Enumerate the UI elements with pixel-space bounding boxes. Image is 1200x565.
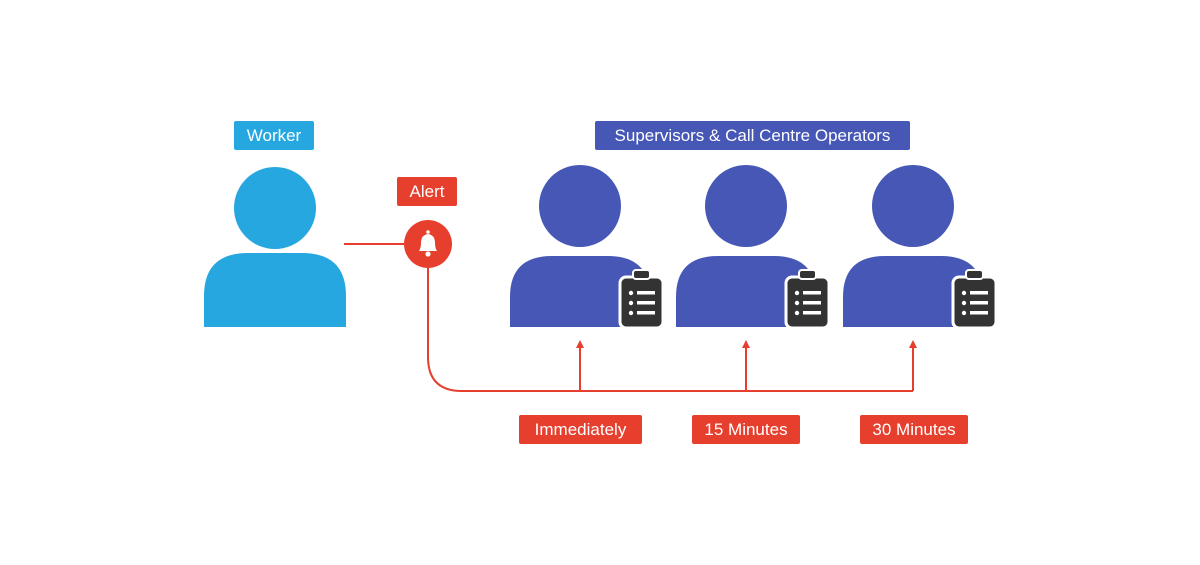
worker-label: Worker	[234, 121, 314, 150]
recipient-person-icon	[510, 165, 665, 330]
worker-person-icon	[204, 167, 346, 327]
alert-label: Alert	[397, 177, 457, 206]
escalation-arrows	[576, 340, 917, 391]
timing-label-15-minutes: 15 Minutes	[692, 415, 800, 444]
clipboard-list-icon	[784, 269, 831, 330]
recipient-person-icon	[843, 165, 998, 330]
bell-icon	[404, 220, 452, 268]
clipboard-list-icon	[951, 269, 998, 330]
recipient-person-icon	[676, 165, 831, 330]
escalation-line	[427, 268, 913, 392]
clipboard-list-icon	[618, 269, 665, 330]
timing-label-30-minutes: 30 Minutes	[860, 415, 968, 444]
timing-label-immediately: Immediately	[519, 415, 642, 444]
recipients-group-label: Supervisors & Call Centre Operators	[595, 121, 910, 150]
